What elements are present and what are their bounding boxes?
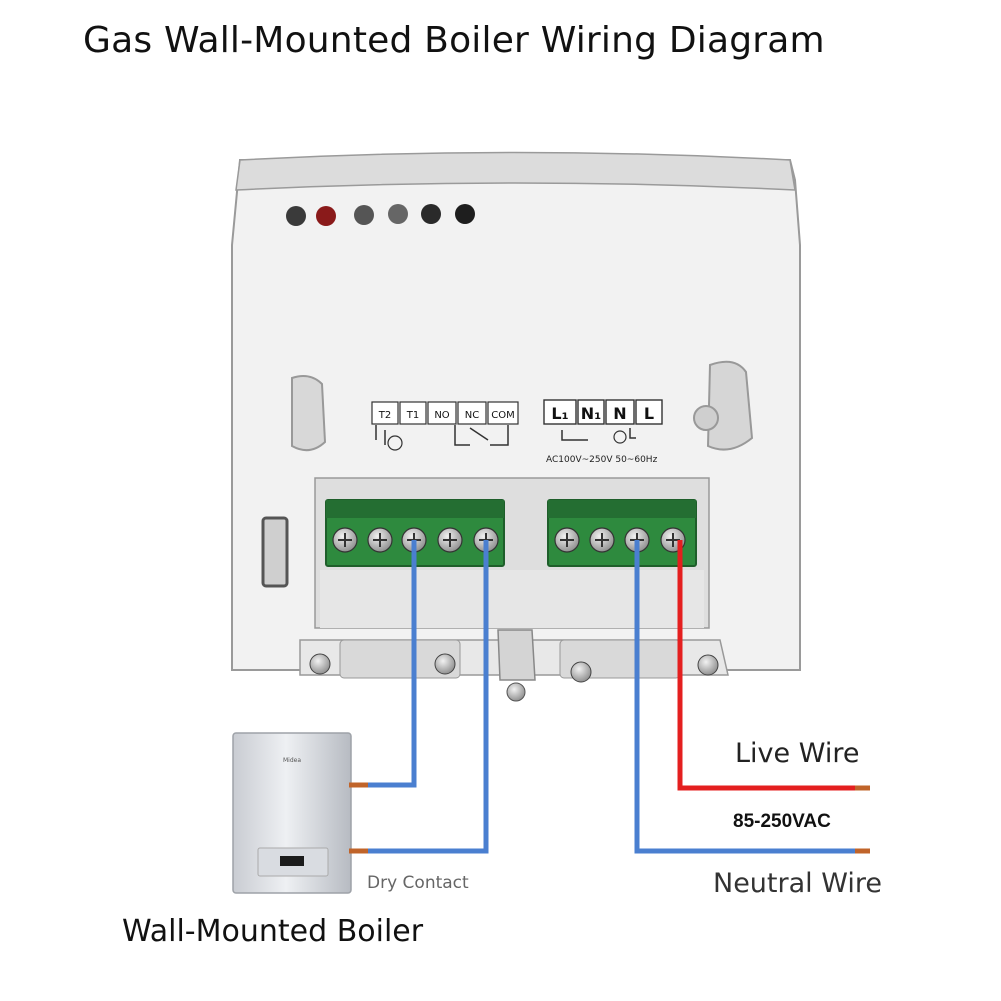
thermostat-top-rim bbox=[235, 151, 796, 191]
indicator-hole-5 bbox=[421, 204, 441, 224]
relay-terminal-box bbox=[427, 401, 457, 425]
indicator-hole-2 bbox=[316, 206, 336, 226]
wire-neutral bbox=[634, 540, 855, 854]
power-rating: AC100V~250V 50~60Hz bbox=[546, 455, 658, 465]
relay-terminal-labels: T2 T1 NO NC COM bbox=[371, 401, 519, 425]
terminal-block-power bbox=[547, 499, 697, 567]
wall-mounted-boiler: Midea bbox=[232, 732, 352, 894]
dry-contact-label: Dry Contact bbox=[367, 873, 469, 893]
cover-screw bbox=[434, 653, 456, 675]
power-terminal-label: L bbox=[644, 404, 654, 423]
boiler-brand: Midea bbox=[283, 757, 301, 764]
indicator-holes bbox=[286, 204, 475, 226]
wire-live bbox=[677, 540, 855, 791]
sensor-symbol bbox=[387, 435, 403, 451]
terminal-screw bbox=[437, 527, 463, 553]
terminal-screw bbox=[367, 527, 393, 553]
wires bbox=[349, 540, 870, 854]
wire-boiler-upper bbox=[368, 540, 417, 788]
relay-terminal-label: COM bbox=[491, 410, 514, 421]
live-wire-label: Live Wire bbox=[735, 738, 860, 769]
power-terminal-label: N bbox=[613, 404, 626, 423]
relay-terminal-label: T2 bbox=[378, 410, 391, 421]
power-terminal-box bbox=[577, 399, 605, 425]
indicator-hole-4 bbox=[388, 204, 408, 224]
diagram-title: Gas Wall-Mounted Boiler Wiring Diagram bbox=[83, 20, 825, 61]
relay-terminal-box bbox=[457, 401, 487, 425]
power-terminal-box bbox=[605, 399, 635, 425]
mounting-hole-left bbox=[291, 375, 327, 452]
power-terminal-label: L₁ bbox=[551, 404, 568, 423]
mounting-hole-right bbox=[706, 360, 754, 451]
relay-terminal-label: T1 bbox=[406, 410, 419, 421]
wire-boiler-lower bbox=[368, 540, 489, 854]
cable-clamp bbox=[497, 629, 536, 681]
boiler-display bbox=[280, 856, 304, 866]
relay-terminal-label: NC bbox=[465, 410, 479, 421]
relay-terminal-box bbox=[371, 401, 399, 425]
terminal-screw bbox=[332, 527, 358, 553]
power-terminal-box bbox=[635, 399, 663, 425]
power-terminal-label: N₁ bbox=[581, 404, 601, 423]
cover-screw bbox=[570, 661, 592, 683]
indicator-hole-6 bbox=[455, 204, 475, 224]
relay-schematic bbox=[375, 425, 509, 446]
cover-screw bbox=[309, 653, 331, 675]
boiler-label: Wall-Mounted Boiler bbox=[122, 914, 424, 949]
indicator-hole-1 bbox=[286, 206, 306, 226]
indicator-hole-3 bbox=[354, 205, 374, 225]
thermostat-side-slot bbox=[261, 516, 289, 588]
power-terminal-box bbox=[543, 399, 577, 425]
cover-screw bbox=[697, 654, 719, 676]
terminal-screw bbox=[589, 527, 615, 553]
voltage-label: 85-250VAC bbox=[733, 811, 831, 832]
relay-terminal-box bbox=[399, 401, 427, 425]
neutral-wire-label: Neutral Wire bbox=[713, 868, 882, 899]
terminal-screw bbox=[554, 527, 580, 553]
relay-terminal-label: NO bbox=[434, 410, 449, 421]
relay-terminal-box bbox=[487, 401, 519, 425]
